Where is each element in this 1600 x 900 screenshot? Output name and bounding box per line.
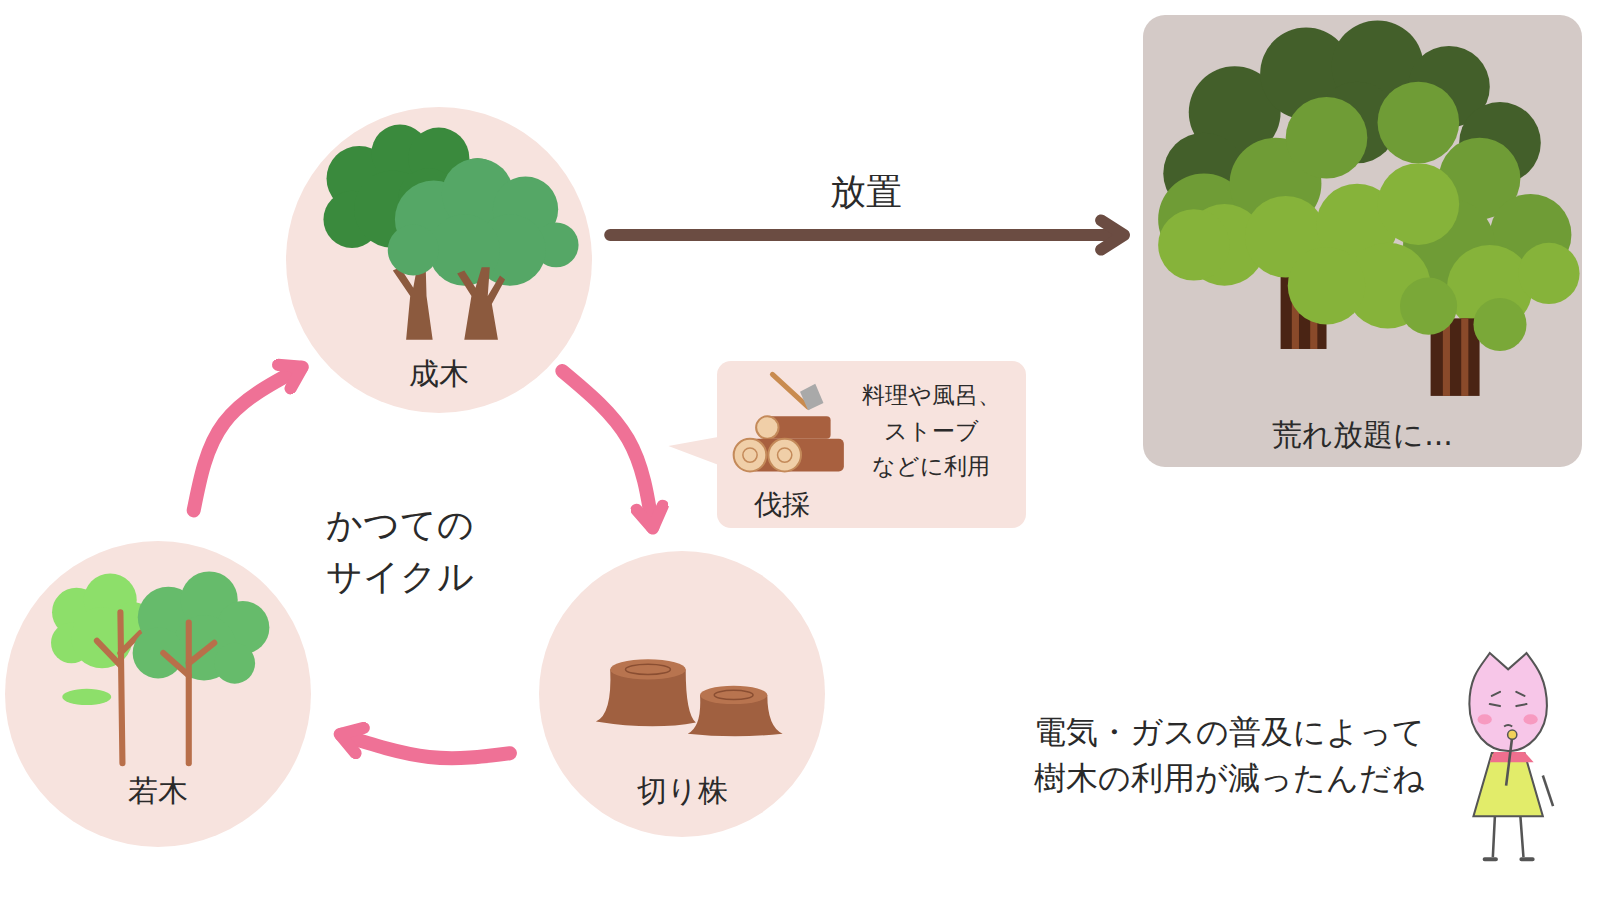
mascot-character xyxy=(1543,776,1553,807)
node-label: 伐採 xyxy=(725,488,839,522)
tree-canopy xyxy=(1473,298,1526,351)
growth-stage-circle: 切り株 xyxy=(539,551,825,837)
mascot-character xyxy=(1508,730,1517,739)
mascot-character xyxy=(1506,737,1512,786)
tree-canopy xyxy=(1378,82,1460,164)
box-fill xyxy=(717,361,1026,528)
tree-canopy xyxy=(214,643,255,684)
tree-canopy xyxy=(388,224,439,275)
mascot-character xyxy=(1490,692,1527,706)
firewood-icon xyxy=(743,448,757,462)
tree-stumps xyxy=(714,690,753,699)
node-label: 成木 xyxy=(286,356,592,392)
outcome-panel: 荒れ放題に... xyxy=(1143,15,1582,467)
tree-canopy xyxy=(1518,243,1579,304)
tree-canopy xyxy=(1158,209,1229,280)
cycle-arrow xyxy=(194,368,301,511)
tree-canopy xyxy=(62,689,111,705)
cycle-arrow xyxy=(562,371,652,527)
speech-text: 電気・ガスの普及によって 樹木の利用が減ったんだね xyxy=(1034,709,1474,802)
tree-stumps xyxy=(700,686,767,704)
node-label: 切り株 xyxy=(539,773,825,809)
callout-pointer xyxy=(668,437,719,466)
mascot-character xyxy=(1469,653,1553,859)
box-outline xyxy=(1143,15,1582,467)
node-label: 荒れ放題に... xyxy=(1143,417,1582,453)
mascot-character xyxy=(1504,725,1512,727)
node-label: 料理や風呂、 ストーブ などに利用 xyxy=(843,378,1019,485)
mascot-character xyxy=(1490,752,1534,762)
tree-canopy xyxy=(1400,278,1457,335)
tree-canopy xyxy=(1378,163,1460,245)
neglect-arrow xyxy=(610,229,1122,241)
tree-trunk xyxy=(189,643,215,663)
firewood-icon xyxy=(778,448,792,462)
tree-canopy xyxy=(1286,97,1368,179)
tree-stumps xyxy=(626,664,671,674)
box-fill xyxy=(1143,15,1582,467)
tree-canopy xyxy=(1288,247,1366,325)
mascot-character xyxy=(1523,714,1537,724)
tree-stumps xyxy=(610,659,686,679)
tree-trunk xyxy=(120,612,122,763)
circle-fill xyxy=(539,551,825,837)
mascot-character xyxy=(1478,714,1492,724)
node-label: 若木 xyxy=(5,773,311,809)
tree-trunk xyxy=(1461,318,1468,396)
arrow-label: 放置 xyxy=(830,168,902,217)
growth-stage-circle: 成木 xyxy=(286,107,592,413)
circle-fill xyxy=(5,541,311,847)
firewood-icon xyxy=(734,439,767,472)
cycle-caption: かつての サイクル xyxy=(326,499,556,603)
circle-fill xyxy=(286,107,592,413)
mascot-character xyxy=(1493,816,1524,857)
callout-box: 伐採料理や風呂、 ストーブ などに利用 xyxy=(717,361,1026,528)
firewood-icon xyxy=(756,416,778,438)
cycle-arrow xyxy=(342,735,510,759)
mascot-character xyxy=(1469,653,1547,751)
tree-trunk xyxy=(97,641,120,665)
mascot-character xyxy=(1485,857,1533,861)
tree-trunk xyxy=(186,622,192,763)
tree-canopy xyxy=(133,628,184,679)
growth-stage-circle: 若木 xyxy=(5,541,311,847)
firewood-icon xyxy=(768,439,801,472)
